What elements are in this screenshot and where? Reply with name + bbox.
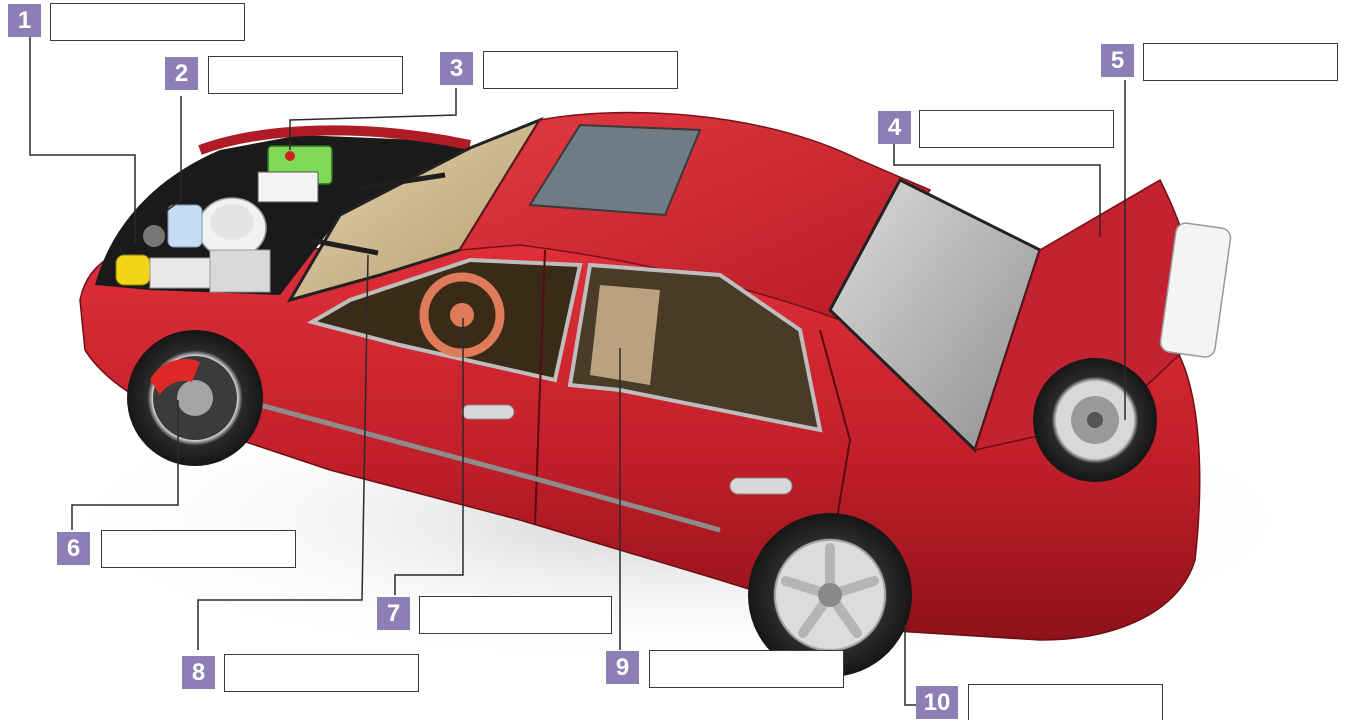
yellow-cap-shape — [116, 255, 150, 285]
answer-box[interactable] — [419, 596, 612, 634]
answer-box[interactable] — [483, 51, 678, 89]
answer-box[interactable] — [224, 654, 419, 692]
label-number: 7 — [377, 597, 410, 630]
label-number: 2 — [165, 57, 198, 90]
label-number: 1 — [8, 4, 41, 37]
door-handle — [462, 405, 514, 419]
label-number: 10 — [916, 686, 958, 719]
answer-box[interactable] — [919, 110, 1114, 148]
rear-seat — [590, 285, 660, 385]
answer-box[interactable] — [101, 530, 296, 568]
label-number: 4 — [878, 111, 911, 144]
answer-box[interactable] — [968, 684, 1163, 720]
label-number: 6 — [57, 532, 90, 565]
coolant-reservoir-shape — [168, 205, 202, 247]
label-number: 9 — [606, 651, 639, 684]
label-number: 8 — [182, 656, 215, 689]
answer-box[interactable] — [50, 3, 245, 41]
answer-box[interactable] — [649, 650, 844, 688]
answer-box[interactable] — [1143, 43, 1338, 81]
answer-box[interactable] — [208, 56, 403, 94]
label-number: 3 — [440, 52, 473, 85]
label-number: 5 — [1101, 44, 1134, 77]
